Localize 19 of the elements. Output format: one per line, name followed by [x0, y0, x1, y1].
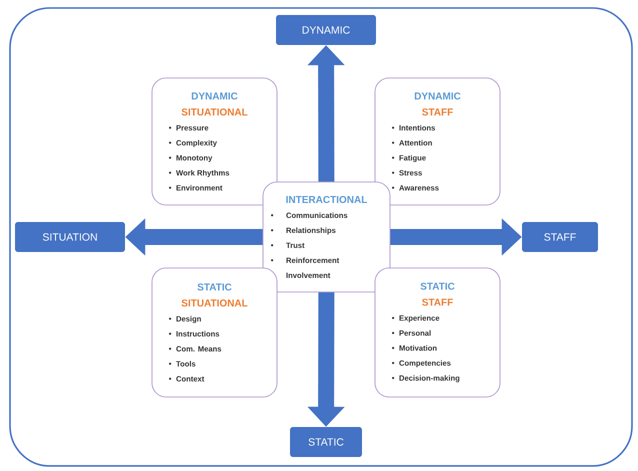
heading: STATIC	[420, 282, 455, 290]
label-text: DYNAMIC	[302, 26, 350, 34]
heading: STATIC	[197, 283, 232, 291]
heading: DYNAMIC	[414, 92, 461, 100]
heading: STAFF	[422, 298, 453, 306]
category-box	[374, 268, 500, 398]
heading: SITUATIONAL	[182, 108, 248, 116]
label-text: STAFF	[544, 233, 576, 241]
category-box	[152, 78, 278, 206]
heading: SITUATIONAL	[182, 299, 248, 307]
axis-label-box	[290, 426, 362, 457]
label-text: STATIC	[308, 438, 344, 446]
category-box	[374, 78, 500, 206]
center-box	[262, 182, 390, 292]
label-text: SITUATION	[42, 233, 97, 241]
heading: INTERACTIONAL	[286, 196, 368, 204]
category-box	[152, 268, 278, 398]
heading: DYNAMIC	[192, 92, 238, 100]
heading: STAFF	[422, 108, 453, 116]
